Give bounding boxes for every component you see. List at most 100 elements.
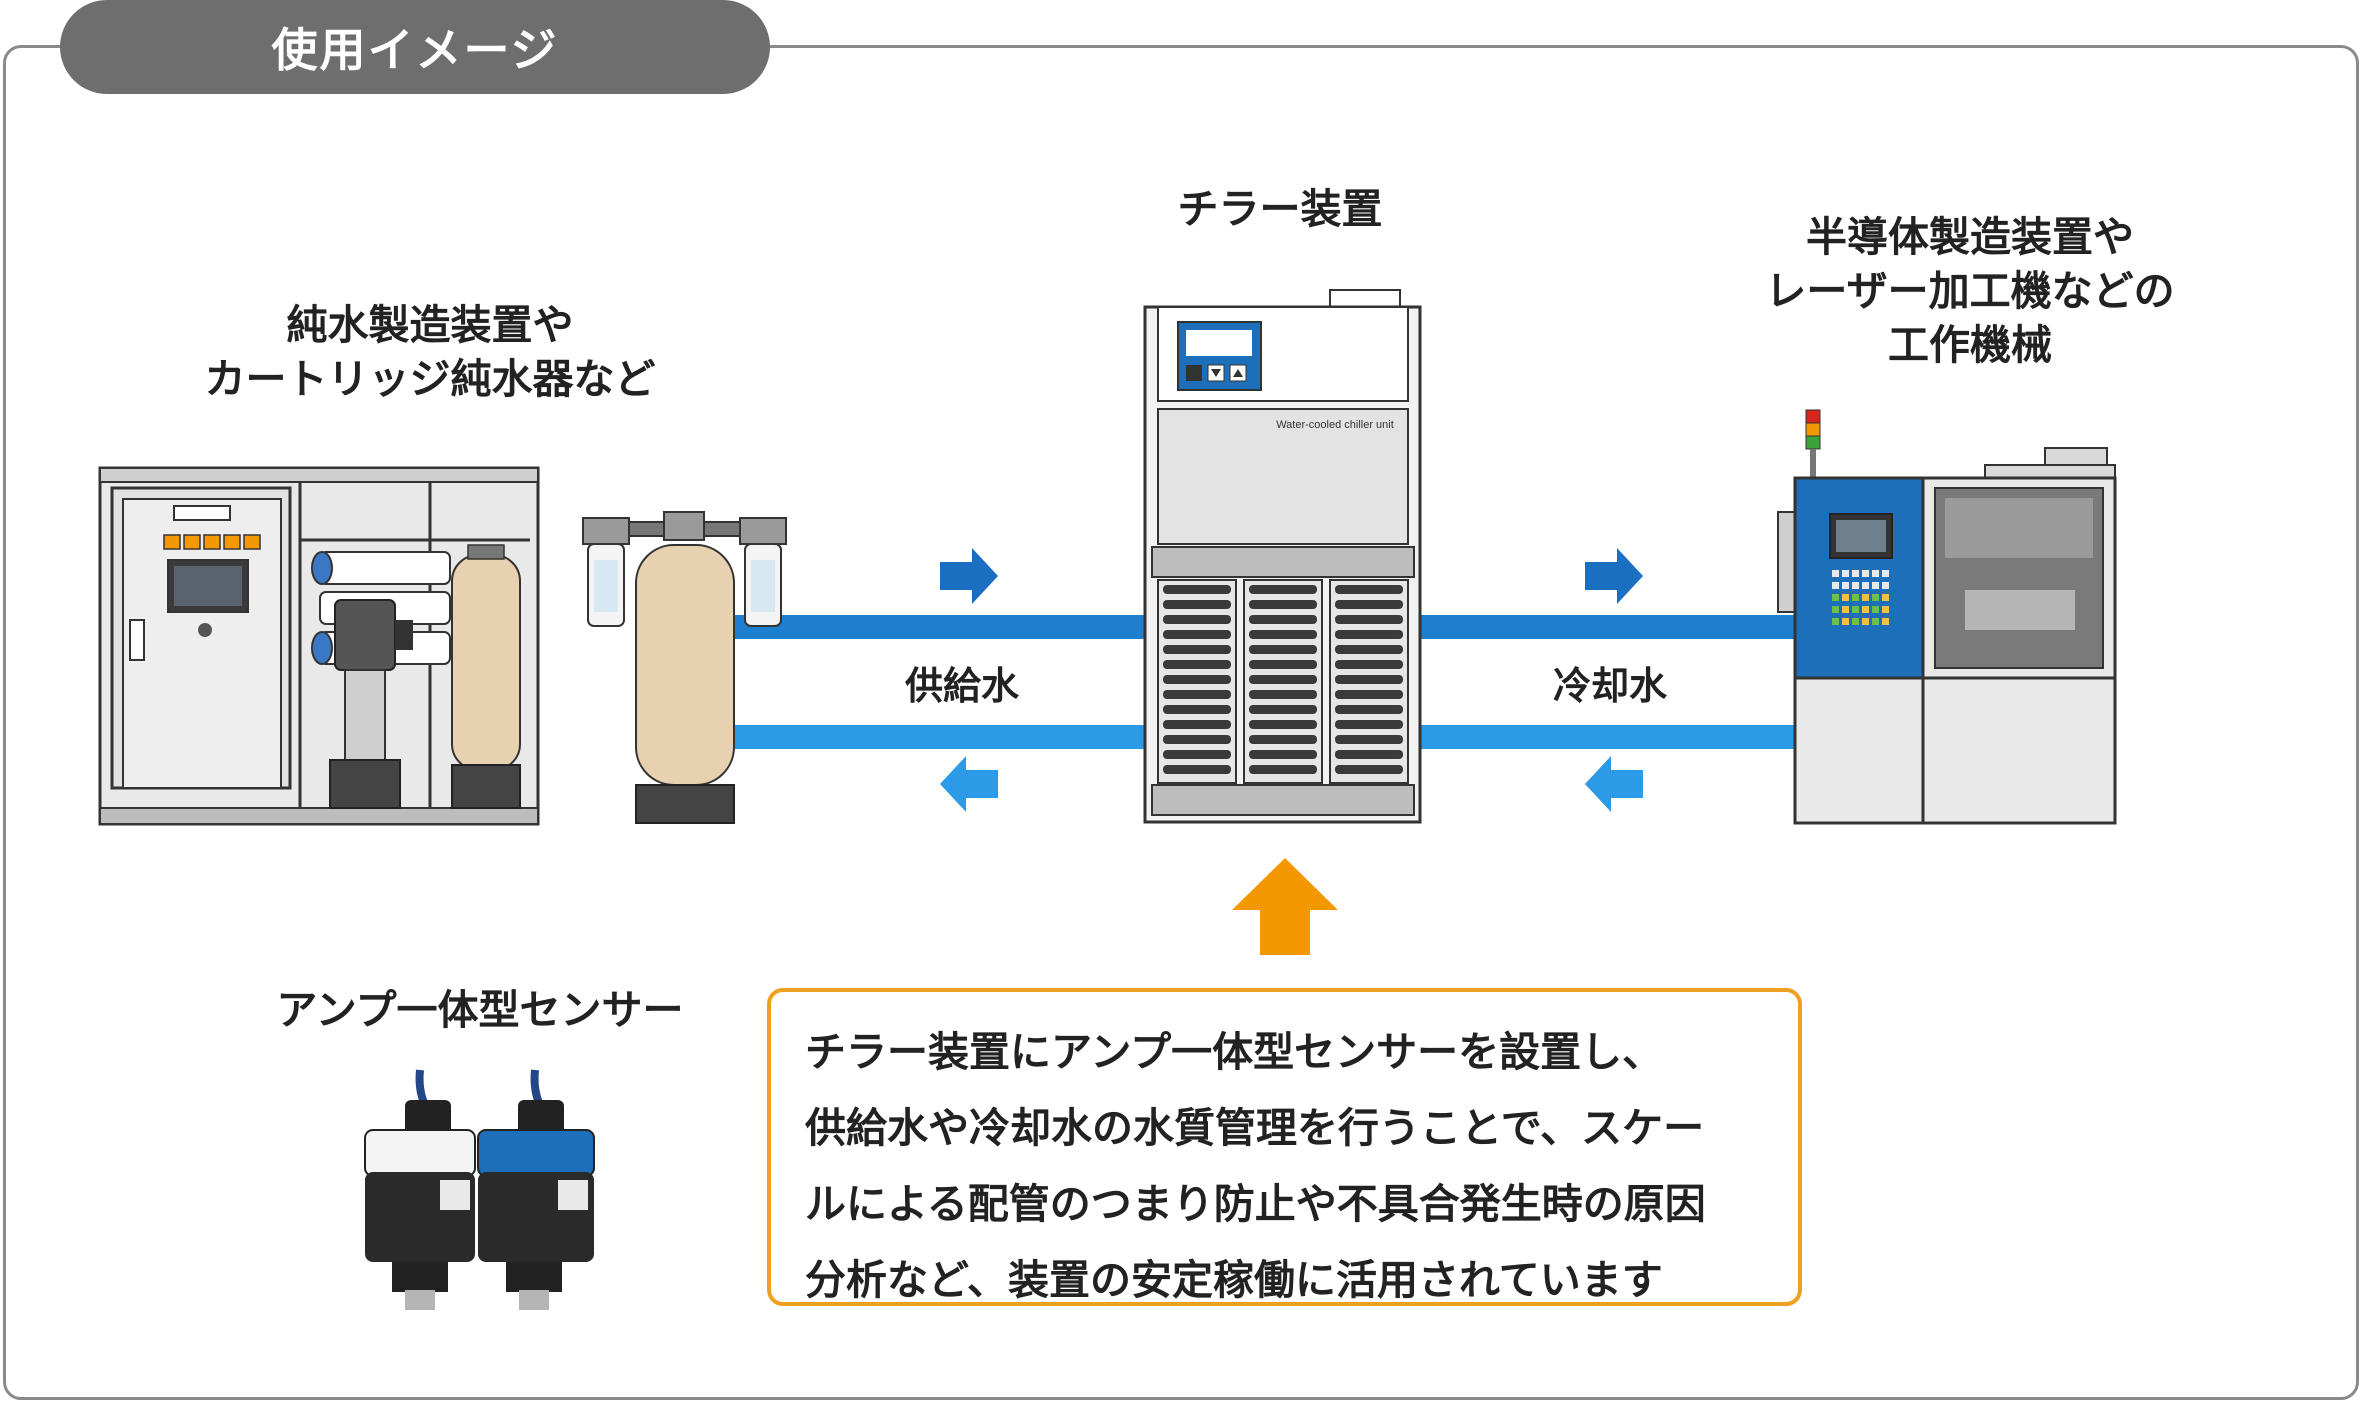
vent-slat (1335, 585, 1403, 594)
vent-slat (1163, 585, 1231, 594)
section-tab: 使用イメージ (60, 0, 770, 94)
keypad-key (1862, 618, 1869, 625)
right-arrow-icon (940, 548, 998, 604)
callout-line: 分析など、装置の安定稼働に活用されています (805, 1256, 1663, 1304)
keypad-key (1842, 582, 1849, 589)
vent-slat (1249, 630, 1317, 639)
machine-keypad (1832, 570, 1889, 625)
callout-box: チラー装置にアンプ一体型センサーを設置し、 供給水や冷却水の水質管理を行うことで… (767, 988, 1802, 1306)
machine-label-line: レーザー加工機などの (1765, 267, 2175, 316)
keypad-key (1842, 606, 1849, 613)
keypad-key (1872, 606, 1879, 613)
keypad-key (1852, 582, 1859, 589)
purifier-label-line: カートリッジ純水器など (204, 355, 656, 404)
keypad-key (1842, 594, 1849, 601)
up-arrow-icon (1232, 858, 1338, 955)
purifier-label-line: 純水製造装置や (286, 301, 574, 349)
keypad-key (1842, 618, 1849, 625)
keypad-key (1852, 618, 1859, 625)
content-frame (3, 45, 2359, 1400)
vent-slat (1335, 660, 1403, 669)
vent-slat (1335, 615, 1403, 624)
keypad-key (1872, 594, 1879, 601)
keypad-key (1882, 606, 1889, 613)
chiller-unit: Water-cooled chiller unit (1143, 289, 1422, 824)
return-pipe-right (1410, 725, 1800, 749)
chiller-vents (1157, 579, 1409, 784)
pure-water-system (98, 466, 540, 826)
vent-slat (1163, 735, 1231, 744)
vent-slat (1335, 645, 1403, 654)
keypad-key (1852, 594, 1859, 601)
keypad-key (1862, 606, 1869, 613)
vent-slat (1335, 675, 1403, 684)
machine-label-line: 工作機械 (1888, 321, 2052, 370)
keypad-key (1832, 582, 1839, 589)
purifier-label: 純水製造装置や カートリッジ純水器など (180, 298, 680, 406)
keypad-key (1832, 606, 1839, 613)
vent-slat (1335, 720, 1403, 729)
vent-slat (1249, 735, 1317, 744)
vent-slat (1163, 765, 1231, 774)
vent-slat (1163, 600, 1231, 609)
callout-line: チラー装置にアンプ一体型センサーを設置し、 (805, 1028, 1664, 1076)
vent-slat (1163, 750, 1231, 759)
keypad-key (1852, 570, 1859, 577)
keypad-key (1882, 582, 1889, 589)
left-arrow-icon (940, 756, 998, 812)
cooling-water-label: 冷却水 (1553, 664, 1668, 708)
sensor-label: アンプ一体型センサー (276, 986, 684, 1034)
vent-slat (1163, 720, 1231, 729)
vent-slat (1163, 660, 1231, 669)
keypad-key (1872, 570, 1879, 577)
right-arrow-icon (1585, 548, 1643, 604)
supply-pipe-right (1410, 615, 1800, 639)
signal-tower-icon (1805, 409, 1821, 479)
sensor-left (364, 1069, 476, 1310)
keypad-key (1832, 570, 1839, 577)
keypad-key (1842, 570, 1849, 577)
vent-slat (1249, 720, 1317, 729)
vent-slat (1163, 675, 1231, 684)
callout-line: 供給水や冷却水の水質管理を行うことで、スケー (805, 1104, 1705, 1152)
vent-slat (1163, 615, 1231, 624)
keypad-key (1832, 618, 1839, 625)
keypad-key (1882, 618, 1889, 625)
left-arrow-icon (1585, 756, 1643, 812)
vent-slat (1249, 645, 1317, 654)
supply-pipe-left (730, 615, 1150, 639)
chiller-unit-text: Water-cooled chiller unit (1276, 419, 1394, 431)
vent-slat (1335, 750, 1403, 759)
keypad-key (1832, 594, 1839, 601)
keypad-key (1862, 594, 1869, 601)
vent-slat (1163, 630, 1231, 639)
vent-slat (1335, 705, 1403, 714)
vent-slat (1249, 705, 1317, 714)
vent-slat (1249, 750, 1317, 759)
keypad-key (1882, 594, 1889, 601)
vent-slat (1163, 645, 1231, 654)
vent-slat (1249, 690, 1317, 699)
vent-slat (1249, 615, 1317, 624)
supply-water-label: 供給水 (905, 664, 1020, 708)
machine-tool (1777, 409, 2117, 825)
cartridge-purifier (582, 511, 787, 824)
pipes (730, 615, 1800, 749)
return-pipe-left (730, 725, 1150, 749)
vent-slat (1335, 735, 1403, 744)
vent-slat (1249, 585, 1317, 594)
sensor-right (477, 1069, 595, 1310)
machine-label: 半導体製造装置や レーザー加工機などの 工作機械 (1730, 210, 2210, 372)
vent-slat (1335, 600, 1403, 609)
vent-slat (1335, 765, 1403, 774)
machine-label-line: 半導体製造装置や (1806, 213, 2134, 261)
vent-slat (1163, 705, 1231, 714)
vent-slat (1249, 675, 1317, 684)
keypad-key (1862, 570, 1869, 577)
keypad-key (1862, 582, 1869, 589)
keypad-key (1882, 570, 1889, 577)
callout-line: ルによる配管のつまり防止や不具合発生時の原因 (805, 1180, 1706, 1228)
keypad-key (1872, 582, 1879, 589)
keypad-key (1872, 618, 1879, 625)
